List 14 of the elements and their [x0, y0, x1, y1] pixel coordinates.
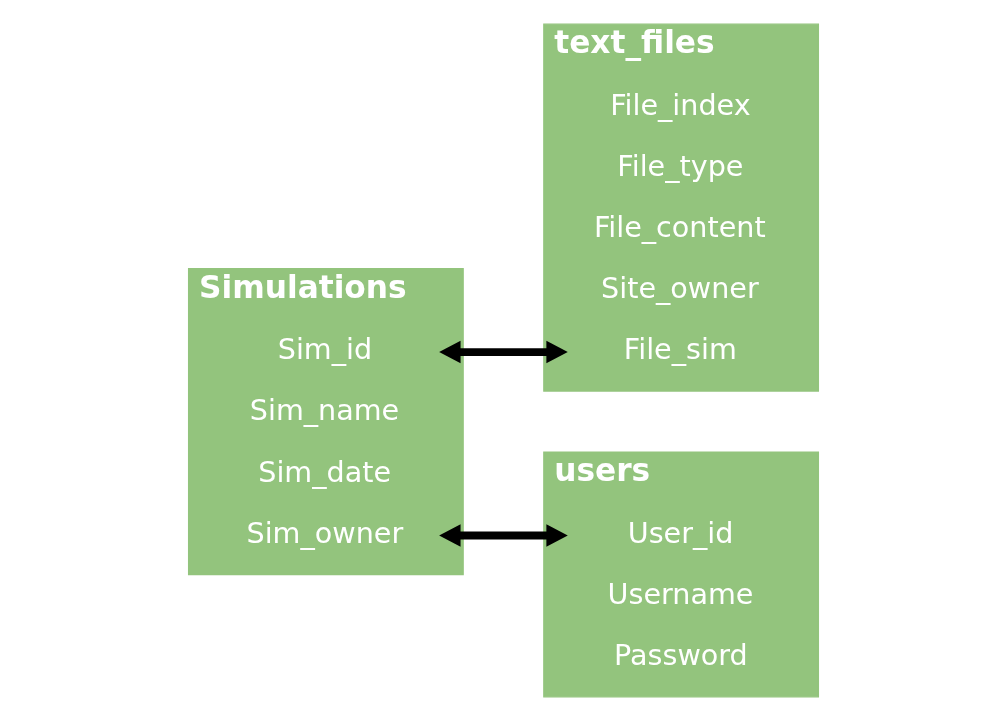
node-text: Username [607, 576, 753, 611]
node-text: Sim_date [257, 454, 391, 489]
node-text: File_index [609, 87, 751, 122]
node-text: File_type [616, 148, 743, 183]
node-text: File_content [593, 210, 766, 245]
node-text: File_sim [623, 332, 737, 367]
node-text: Site_owner [600, 271, 759, 306]
node-text: Sim_id [277, 332, 372, 367]
arrow [438, 340, 568, 364]
node-text: Password [613, 638, 748, 673]
arrow [438, 524, 568, 547]
node-text: User_id [627, 515, 733, 550]
node-text: Sim_owner [246, 515, 403, 550]
node-text: Sim_name [249, 393, 399, 428]
